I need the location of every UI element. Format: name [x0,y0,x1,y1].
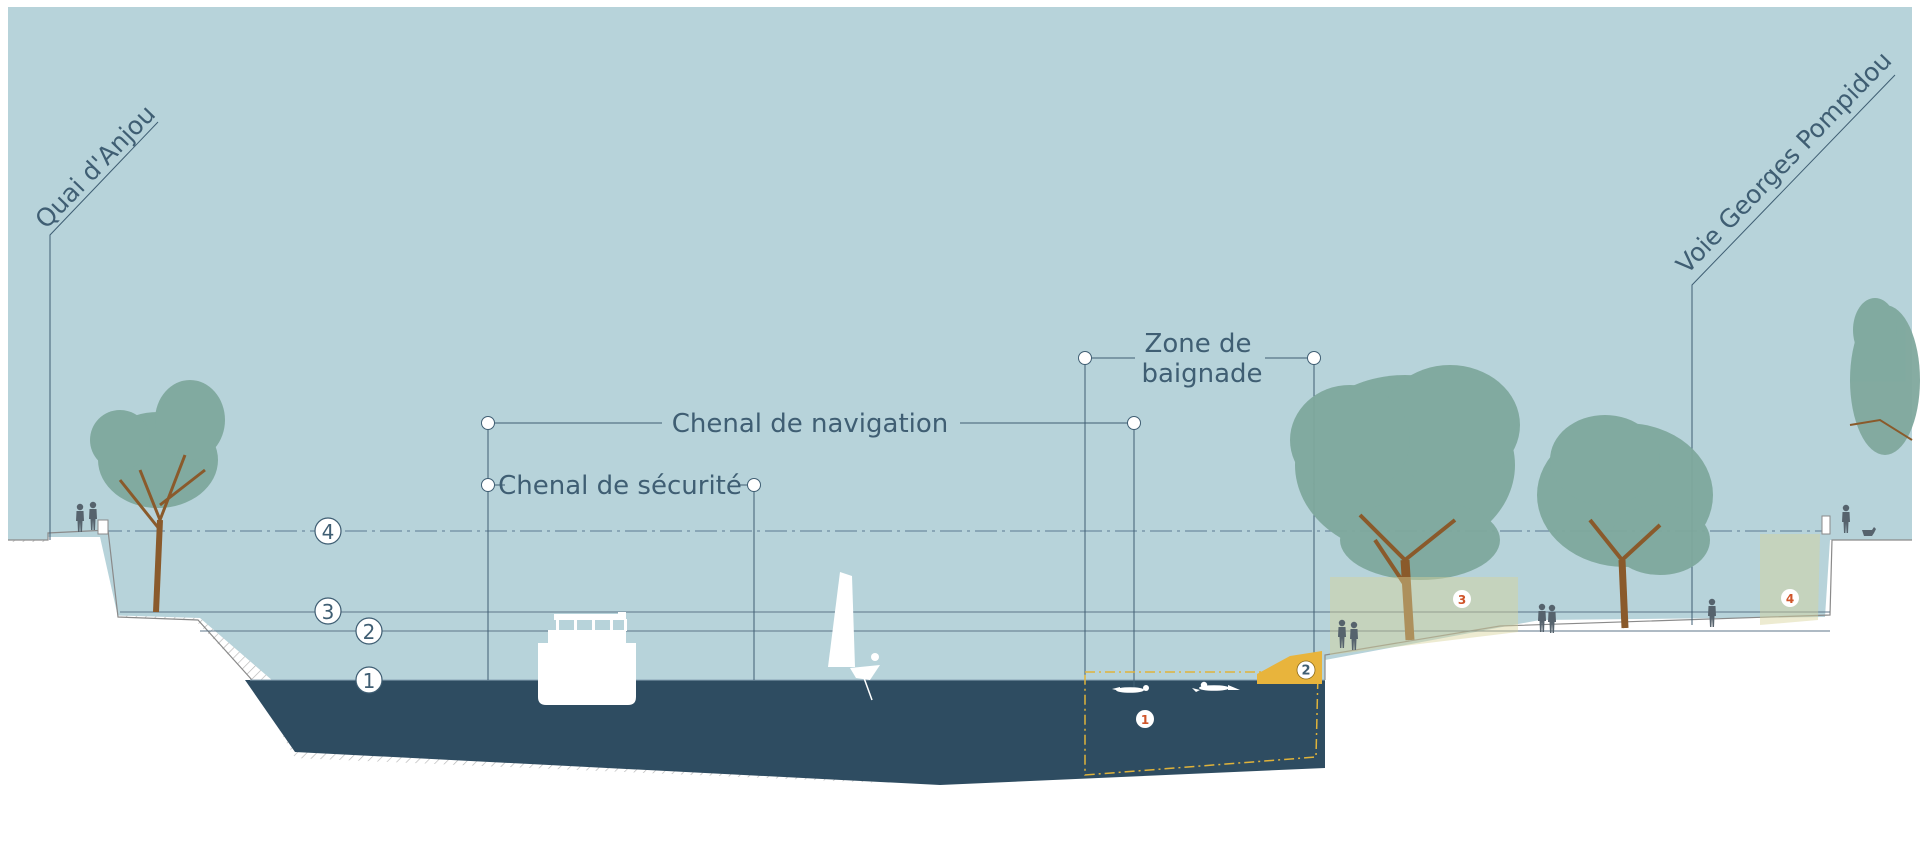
riverbed-soil [8,540,1912,840]
svg-text:2: 2 [1301,664,1310,679]
svg-text:4: 4 [322,520,335,544]
bathing-enclosure [1084,671,1319,776]
tree-left [90,380,225,613]
bollard-right [1821,515,1831,535]
svg-text:2: 2 [363,620,376,644]
pontoon: 2 [1257,651,1322,684]
level-marker-1: 1 [355,666,383,694]
svg-text:1: 1 [363,669,376,693]
right-bank-edge [1324,539,1912,680]
sailboat-icon [828,572,880,701]
level-marker-4: 4 [314,517,342,545]
swim-zone-marker: 1 [1136,710,1154,728]
bollard-left [97,519,109,535]
navigation-channel-label: Chenal de navigation [672,409,949,439]
swimmer-icon [1192,681,1240,692]
level-marker-3: 3 [314,597,342,625]
river-water [245,680,1325,785]
svg-text:1: 1 [1141,713,1149,727]
navigation-channel-bracket [481,416,1141,690]
svg-text:3: 3 [322,600,335,624]
sky [8,7,1912,687]
left-street-leader [49,121,159,540]
tree-right-large [1290,365,1520,641]
security-channel-label: Chenal de sécurité [498,471,742,501]
barge-icon [538,612,636,705]
right-zone-box: 4 [1760,534,1820,625]
green-zone-box: 3 [1330,577,1518,655]
tree-right-medium [1537,415,1713,629]
swimmer-icon [1112,685,1149,693]
bathing-zone-label-line1: Zone de [1145,329,1252,359]
security-channel-bracket [481,478,761,680]
level-marker-2: 2 [355,617,383,645]
svg-text:4: 4 [1786,592,1794,606]
bathing-zone-label-line2: baignade [1141,359,1262,389]
ground [0,537,1920,850]
pedestrian-with-dog [1842,504,1876,536]
tree-right-edge [1849,298,1920,455]
svg-text:3: 3 [1458,593,1466,607]
